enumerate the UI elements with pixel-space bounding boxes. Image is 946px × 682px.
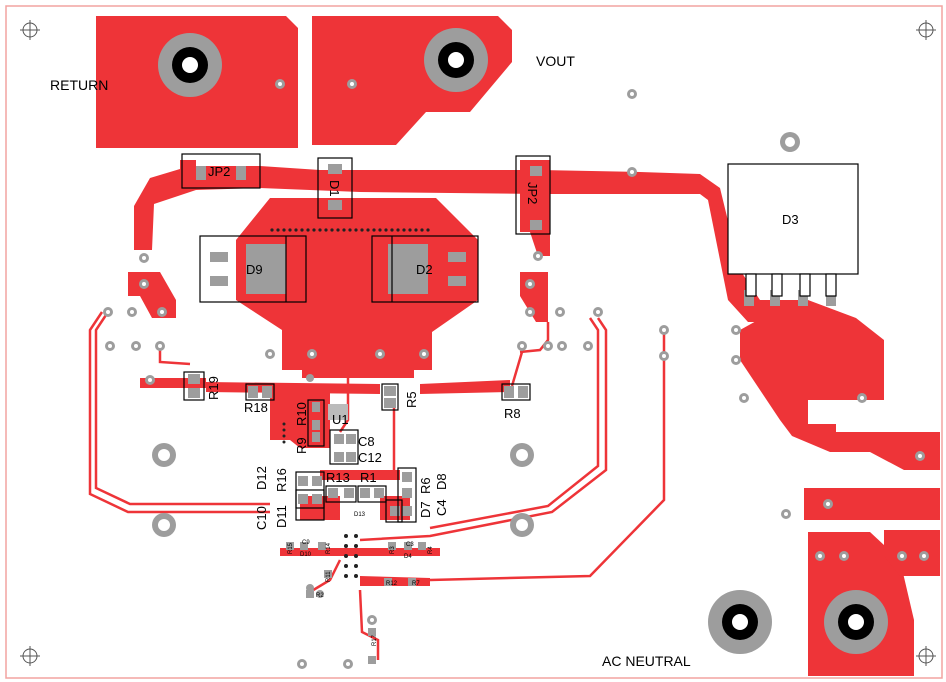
- r11-label: R11: [326, 571, 332, 582]
- d1-label: D1: [327, 180, 342, 197]
- via-holes: [106, 82, 926, 666]
- d1-outline: [317, 157, 353, 219]
- jp2-right-label: JP2: [525, 182, 540, 204]
- r2-label: R2: [316, 593, 324, 599]
- c10-label: C10: [254, 506, 269, 530]
- r18-outline: [245, 383, 275, 401]
- r19-label: R19: [206, 376, 221, 400]
- r10-label: R10: [294, 402, 309, 426]
- ic-pins: [282, 422, 358, 578]
- r17-label: R17: [372, 634, 378, 646]
- d11-label: D11: [274, 505, 289, 528]
- d13-label: D13: [354, 512, 366, 518]
- r9-label: R9: [294, 437, 309, 454]
- jp2-left-outline: [181, 153, 261, 189]
- c12-label: C12: [358, 450, 382, 465]
- r3-label: R3: [390, 546, 396, 554]
- r4-label: R4: [428, 546, 434, 554]
- jp2-right-outline: [515, 155, 551, 235]
- mounting-holes: [20, 20, 936, 666]
- silkscreen-outlines: [181, 153, 859, 523]
- d3-outline: [727, 163, 859, 275]
- r5-outline: [381, 383, 399, 411]
- d2-label: D2: [416, 262, 433, 277]
- d2-outline: [371, 235, 479, 303]
- c4-label: C4: [434, 499, 449, 516]
- c9-label: C9: [302, 540, 310, 546]
- d7-label: D7: [418, 501, 433, 518]
- c3-label: C3: [406, 542, 414, 548]
- r14-label: R14: [326, 542, 332, 554]
- jp2-left-label: JP2: [208, 164, 230, 179]
- signal-traces: [88, 311, 666, 660]
- r15-label: R15: [288, 542, 294, 554]
- r1-label: R1: [360, 470, 377, 485]
- d9-label: D9: [246, 262, 263, 277]
- r6-label: R6: [418, 477, 433, 494]
- u1-label: U1: [332, 412, 349, 427]
- d4-label: D4: [404, 554, 412, 560]
- r12-label: R12: [386, 581, 398, 587]
- r8-label: R8: [504, 406, 521, 421]
- d3-label: D3: [782, 212, 799, 227]
- r16-label: R16: [274, 468, 289, 492]
- smd-pads: [188, 164, 836, 664]
- via-row: [270, 228, 430, 232]
- vout-label: VOUT: [536, 53, 575, 69]
- d8-label: D8: [434, 473, 449, 490]
- r8-outline: [501, 383, 531, 401]
- c8-label: C8: [358, 434, 375, 449]
- r7-label: R7: [412, 581, 420, 587]
- board-outline: [5, 5, 943, 679]
- r13-label: R13: [326, 470, 350, 485]
- d12-label: D12: [254, 466, 269, 490]
- r19-outline: [183, 371, 205, 401]
- ac-neutral-label: AC NEUTRAL: [602, 653, 691, 669]
- r5-label: R5: [404, 391, 419, 408]
- d10-label: D10: [300, 552, 312, 558]
- large-pads: [152, 28, 888, 654]
- d9-outline: [199, 235, 307, 303]
- return-label: RETURN: [50, 77, 108, 93]
- r18-label: R18: [244, 400, 268, 415]
